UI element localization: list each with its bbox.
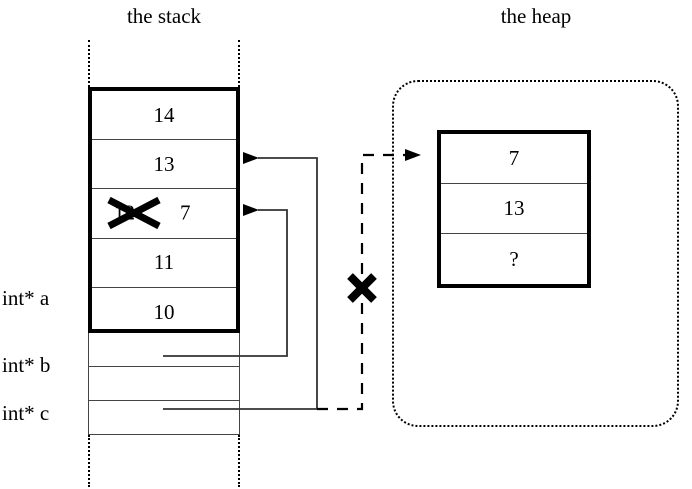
stack-array: 14 13 12 7 11 10 — [88, 87, 240, 333]
heap-cell: 7 — [441, 134, 587, 184]
cancel-x-icon — [347, 273, 377, 303]
stack-cell-modified: 12 7 — [92, 189, 236, 239]
var-label-b: int* b — [2, 353, 51, 377]
stack-cell-value: 11 — [153, 250, 175, 275]
heap-cell-value: 13 — [503, 196, 525, 220]
heap-cell-value: 7 — [508, 146, 520, 170]
var-label-a: int* a — [2, 286, 50, 310]
heap-block: 7 13 ? — [437, 130, 591, 288]
stack-title: the stack — [126, 4, 202, 28]
stack-cell-value: 10 — [153, 299, 175, 324]
heap-cell: 13 — [441, 184, 587, 234]
heap-cell: ? — [441, 234, 587, 284]
stack-cell: 10 — [92, 288, 236, 337]
pointer-cell-empty — [89, 401, 239, 435]
stack-cell-new-value: 7 — [180, 200, 191, 225]
stack-region-right-dotted-guide — [238, 40, 240, 87]
var-label-c: int* c — [2, 401, 50, 425]
stack-cell: 11 — [92, 239, 236, 288]
stack-cell-value: 14 — [153, 102, 175, 127]
stack-region-right-dotted-guide-lower — [238, 435, 240, 487]
stack-cell: 13 — [92, 140, 236, 190]
pointer-cell-c — [89, 367, 239, 401]
stack-cell: 14 — [92, 91, 236, 141]
stack-region-left-dotted-guide-lower — [88, 435, 90, 487]
stack-region-left-dotted-guide — [88, 40, 90, 87]
heap-title: the heap — [500, 4, 572, 28]
pointer-cell-b — [89, 333, 239, 367]
strikethrough-x-icon — [107, 197, 161, 230]
heap-cell-value: ? — [509, 246, 519, 271]
pointer-variable-cells — [88, 333, 240, 435]
struck-value-group: 12 7 — [92, 189, 236, 237]
stack-cell-value: 13 — [153, 151, 175, 176]
